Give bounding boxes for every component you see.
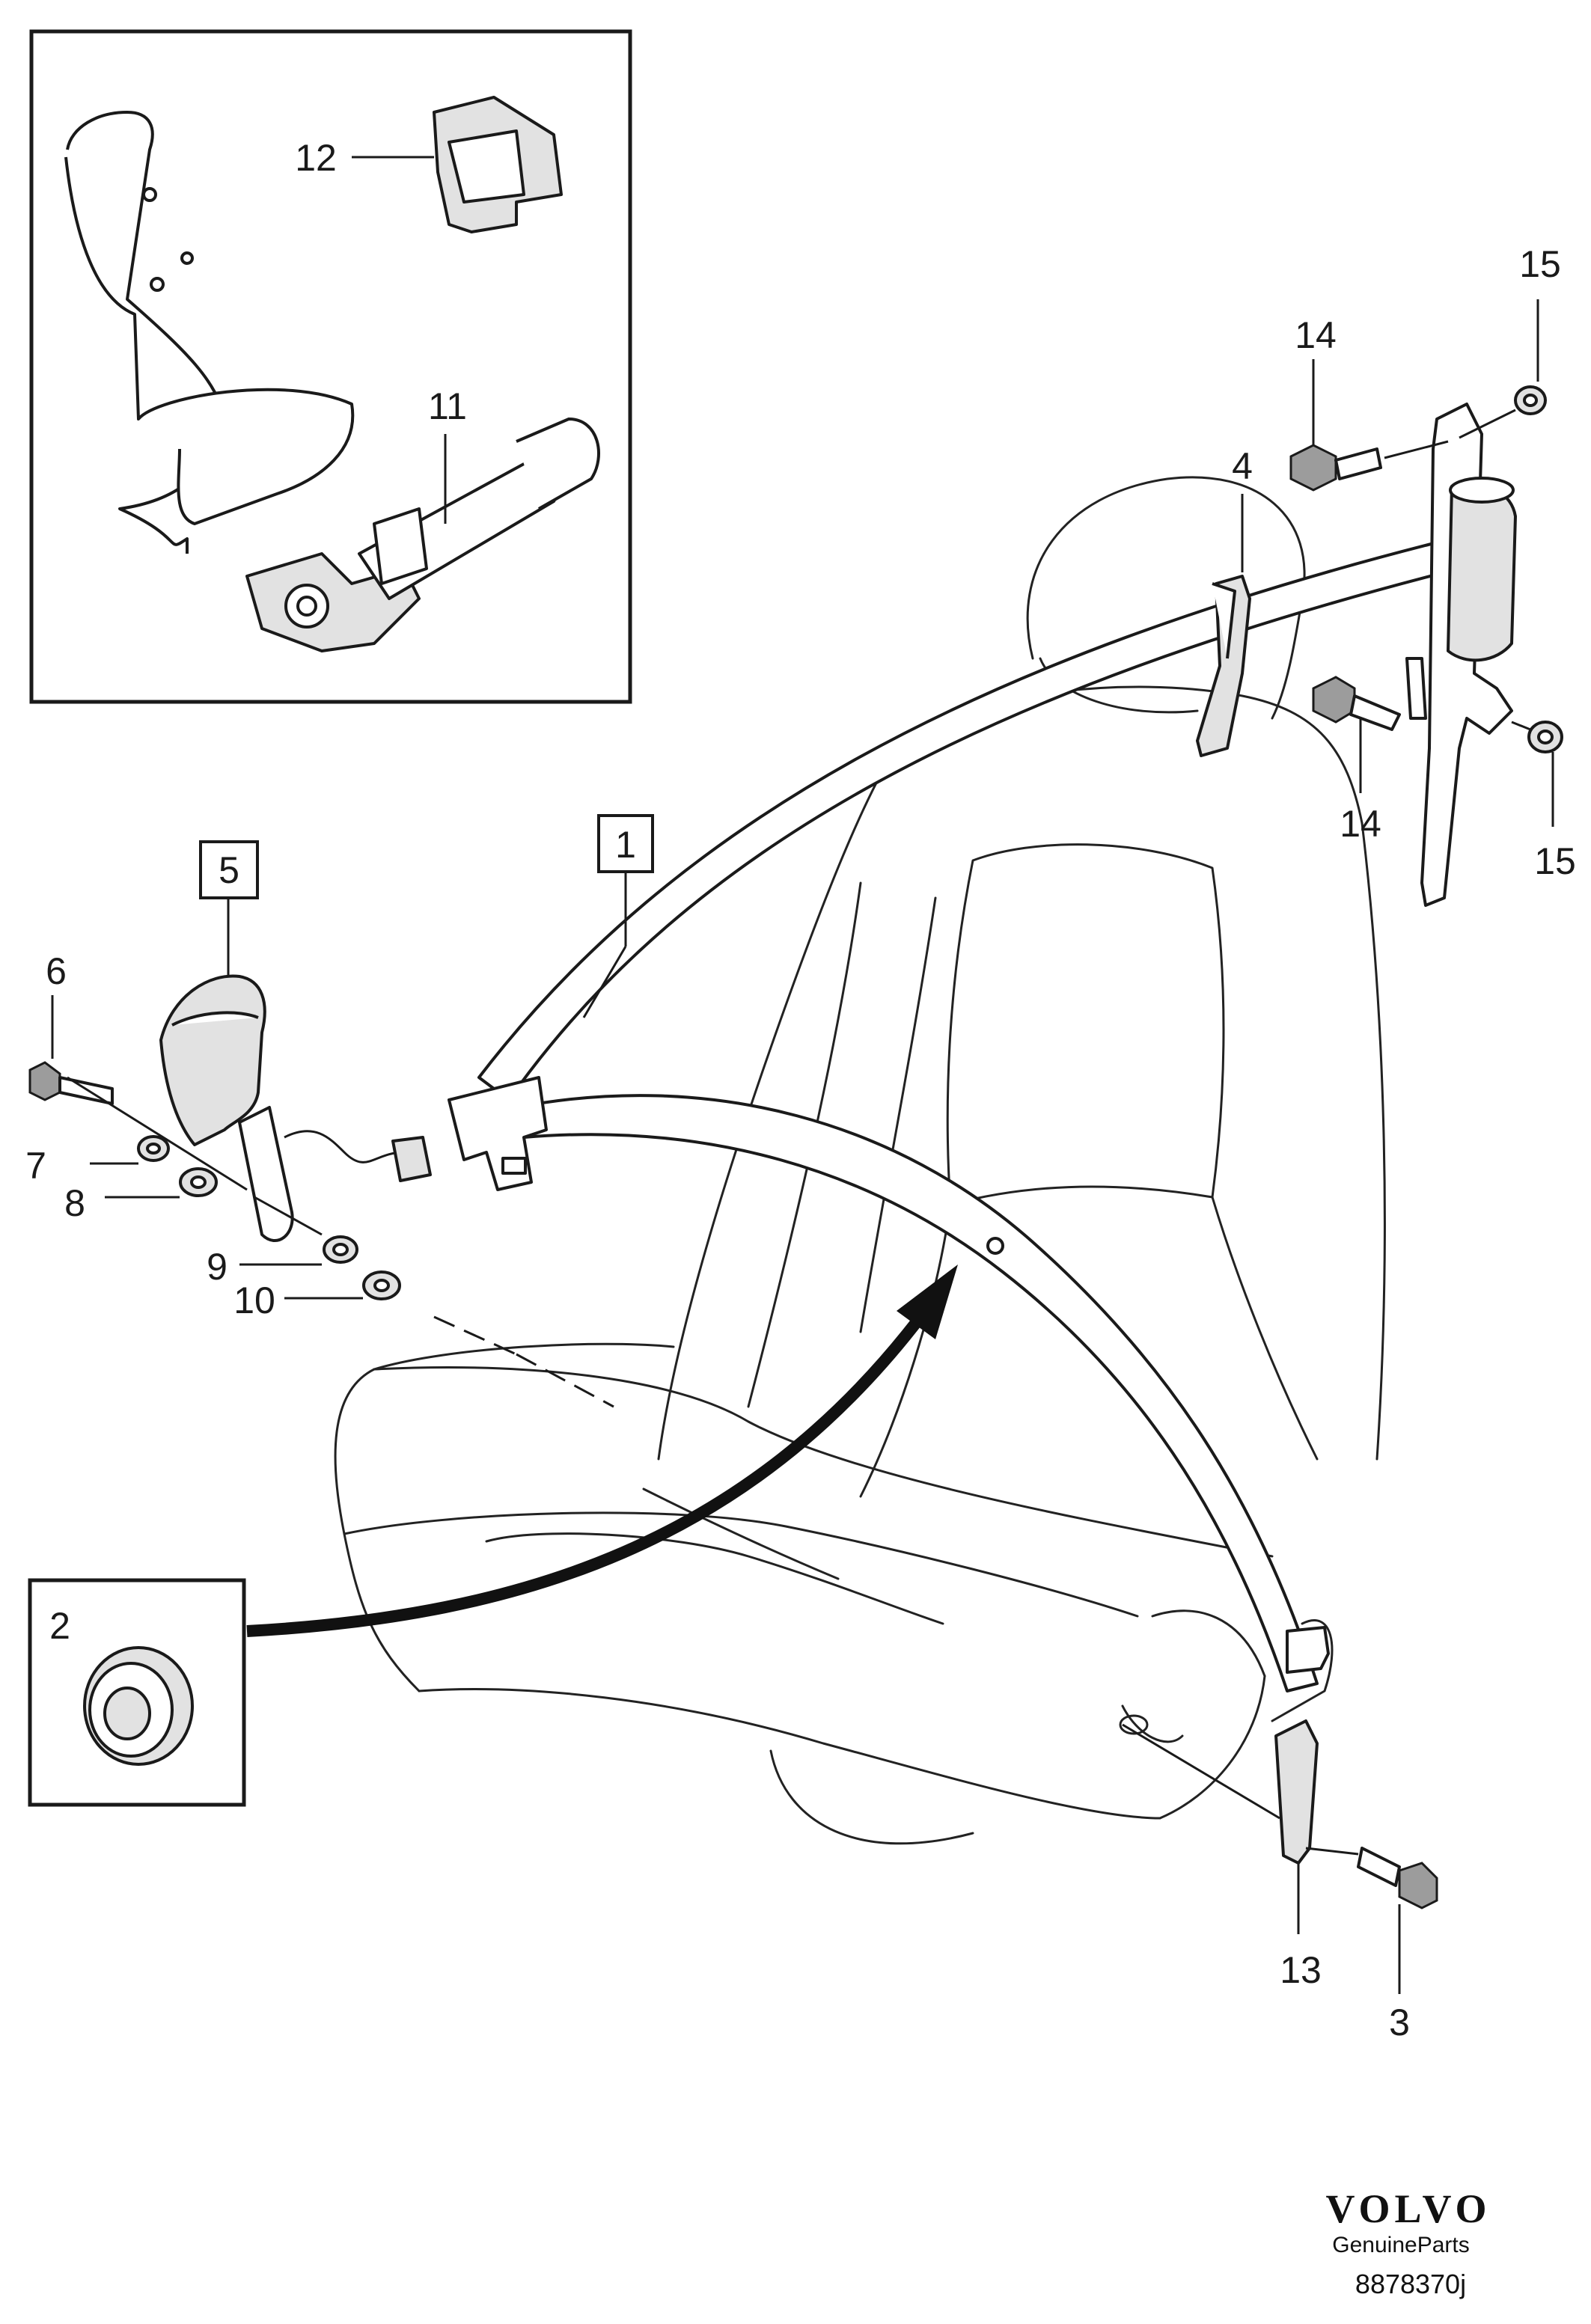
callout-15-upper: 15 xyxy=(1519,243,1561,285)
callout-5-box xyxy=(199,840,259,899)
callout-4: 4 xyxy=(1232,445,1253,487)
callout-8: 8 xyxy=(64,1182,85,1224)
callout-11: 11 xyxy=(428,385,467,427)
callout-2: 2 xyxy=(49,1605,70,1647)
brand-block: VOLVO GenuineParts 8878370j xyxy=(1326,2186,1491,2299)
callout-6: 6 xyxy=(46,950,67,992)
callout-10: 10 xyxy=(233,1279,275,1321)
callout-13: 13 xyxy=(1280,1949,1322,1991)
upper-anchor-and-retractor xyxy=(1196,299,1563,907)
callout-14-upper: 14 xyxy=(1295,314,1337,356)
genuine-parts-label: GenuineParts xyxy=(1332,2233,1469,2257)
buckle-assembly xyxy=(28,898,432,1300)
callout-labels: 1 2 3 4 5 6 7 8 9 10 11 12 13 14 14 15 1… xyxy=(25,137,1576,2043)
callout-3: 3 xyxy=(1389,2002,1410,2043)
callout-15-lower: 15 xyxy=(1534,840,1576,882)
callout-5: 5 xyxy=(219,849,239,891)
seat-belt-webbing xyxy=(448,537,1461,1692)
callout-7: 7 xyxy=(25,1145,46,1187)
callout-9: 9 xyxy=(207,1246,227,1288)
part-2-detail xyxy=(28,1578,246,1807)
detail-arrow xyxy=(246,1265,958,1637)
callout-12: 12 xyxy=(295,137,337,179)
lower-anchor xyxy=(1122,1626,1438,1994)
volvo-logo: VOLVO xyxy=(1326,2186,1491,2231)
seat-drawing xyxy=(334,476,1386,1845)
inset-box xyxy=(29,29,632,704)
callout-14-lower: 14 xyxy=(1340,803,1381,845)
diagram-reference-number: 8878370j xyxy=(1355,2269,1466,2299)
callout-1: 1 xyxy=(615,824,636,866)
